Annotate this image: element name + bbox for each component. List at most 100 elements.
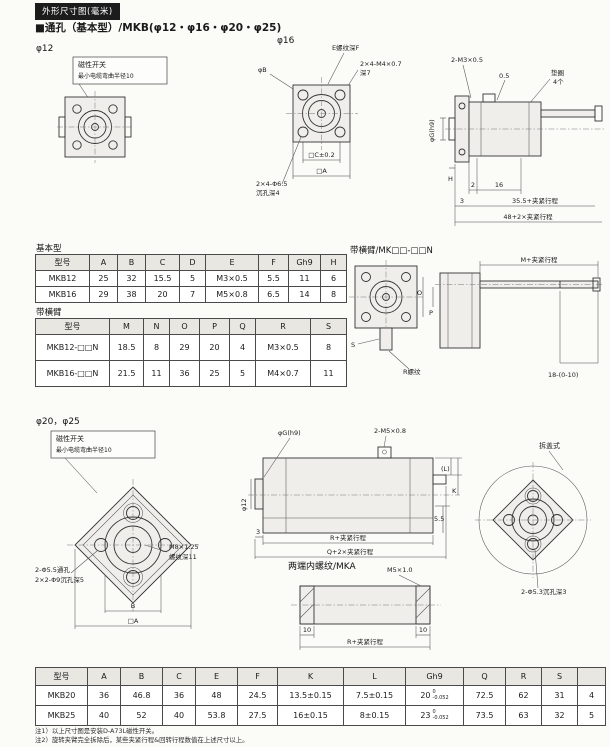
dim-label-l: (L): [441, 465, 450, 473]
cell: 32: [541, 705, 578, 726]
dim-label-s: S: [351, 341, 355, 349]
dim-label-phi-b: φB: [258, 66, 267, 74]
cell: 72.5: [463, 685, 506, 706]
drawing-mka: M5×1.0 10 10 R+夹紧行程: [291, 566, 441, 650]
column-header: E: [205, 254, 259, 271]
cell: 7.5±0.15: [343, 685, 406, 706]
drawing-with-arm: M+夹紧行程 O P S R螺纹 18-(0-10): [349, 255, 603, 379]
cell: 16±0.15: [277, 705, 344, 726]
dim-label-10-left: 10: [303, 626, 311, 634]
arm-drawing-title: 带横臂/MK□□-□□N: [350, 246, 433, 256]
cell: 29: [89, 286, 118, 303]
cell: 20: [145, 286, 180, 303]
dim-label-2: 2: [471, 181, 475, 189]
cell: 40: [87, 705, 121, 726]
cylinder-body: [445, 93, 606, 163]
drawing-phi20-25-front: 磁性开关 最小电缆弯曲半径10 M8×1.25 螺纹深11 2-Φ5.5通孔 2…: [35, 430, 199, 629]
cell: 25: [89, 270, 118, 287]
column-header: [577, 667, 606, 686]
cell: 14: [288, 286, 321, 303]
dim-label-b: B: [131, 602, 135, 610]
dim-label-counterbores: 2×2-Φ9沉孔深5: [35, 575, 84, 584]
dim-label-o: O: [417, 289, 422, 297]
column-header: S: [310, 318, 347, 335]
column-header: P: [199, 318, 230, 335]
column-header: K: [277, 667, 344, 686]
arm-table-title: 带横臂: [36, 308, 62, 318]
cell: 62: [505, 685, 542, 706]
column-header: B: [117, 254, 146, 271]
column-header: B: [120, 667, 163, 686]
drawing-phi16-front: φB E螺纹深F 2×4-M4×0.7 深7 □C±0.2 □A 2×4-Φ6.…: [256, 43, 402, 197]
dimension-lines: φG(h9) H 2 16 3 35.5+夹紧行程 48+2×夹紧行程: [428, 117, 602, 226]
cell: 5: [229, 360, 256, 387]
callout-cable-label: 最小电缆弯曲半径10: [78, 72, 134, 80]
flange-body: [286, 77, 358, 150]
dim-label-h: H: [448, 175, 453, 183]
dim-label-rod-thread-depth: 螺纹深11: [169, 552, 197, 561]
column-header: N: [143, 318, 170, 335]
column-header: H: [320, 254, 347, 271]
dim-label-a: □A: [316, 167, 327, 175]
cell: MKB16-□□N: [35, 360, 110, 387]
cell: 8: [143, 334, 170, 361]
cell: 5: [179, 270, 206, 287]
dim-label-35-5: 35.5+夹紧行程: [512, 196, 558, 205]
annotations: M8×1.25 螺纹深11 2-Φ5.5通孔 2×2-Φ9沉孔深5 B □A: [35, 543, 199, 629]
cell: 18.5: [109, 334, 144, 361]
cell: MKB25: [35, 705, 88, 726]
auto-switch-callout: 磁性开关 最小电缆弯曲半径10: [72, 56, 168, 100]
column-header: E: [195, 667, 238, 686]
annotations: 2-M3×0.5 垫圈 4个 0.5: [451, 56, 564, 105]
cell: 31: [541, 685, 578, 706]
cell: 6.5: [258, 286, 289, 303]
cylinder-body: [248, 446, 460, 534]
side-view: [435, 272, 603, 349]
cell: 29: [169, 334, 200, 361]
cell: 5.5: [258, 270, 289, 287]
cell: MKB16: [35, 286, 90, 303]
dim-label-bolt-depth: 深7: [360, 68, 371, 77]
cell: 20: [199, 334, 230, 361]
dim-label-48: 48+2×夹紧行程: [503, 212, 553, 221]
column-header: D: [179, 254, 206, 271]
dimension-lines: □C±0.2 □A 2×4-Φ6.5 沉孔深4: [256, 136, 351, 197]
cell: 27.5: [237, 705, 278, 726]
cell: MKB12: [35, 270, 90, 287]
flange-body: [57, 91, 133, 163]
dim-label-q: Q+2×夹紧行程: [327, 547, 374, 556]
dim-label-3: 3: [460, 197, 464, 205]
drawing-side-view: 2-M3×0.5 垫圈 4个 0.5 φG(h9) H: [428, 56, 606, 226]
column-header: C: [162, 667, 196, 686]
page-title: ■通孔（基本型）/MKB(φ12・φ16・φ20・φ25): [35, 22, 282, 34]
flange-body: [67, 479, 199, 613]
dim-label-m: M+夹紧行程: [520, 255, 558, 264]
dim-label-5-5: 5.5: [434, 515, 444, 523]
cover-type-label: 拆盖式: [539, 441, 560, 450]
dim-label-k: K: [452, 487, 457, 495]
dim-label-gap: 0.5: [499, 72, 509, 80]
cell: 36: [87, 685, 121, 706]
dim-label-bolt-holes: 2×4-M4×0.7: [360, 60, 402, 68]
cell: 40: [162, 705, 196, 726]
section-header-tag: 外形尺寸图(毫米): [35, 3, 120, 20]
dim-label-16: 16: [495, 181, 503, 189]
cell: MKB20: [35, 685, 88, 706]
dim-label-r: R+夹紧行程: [347, 637, 383, 646]
column-header: C: [145, 254, 180, 271]
cell: 11: [288, 270, 321, 287]
cell: 13.5±0.15: [277, 685, 344, 706]
dim-label-counterbore-depth: 沉孔深4: [256, 188, 280, 197]
mka-drawing-title: 两端内螺纹/MKA: [288, 562, 356, 572]
column-header: R: [255, 318, 311, 335]
cell: 6: [320, 270, 347, 287]
dim-label-bolts: 2-M3×0.5: [451, 56, 483, 64]
note-1: 注1）以上尺寸图是安装D-A73L磁性开关。: [35, 727, 159, 735]
